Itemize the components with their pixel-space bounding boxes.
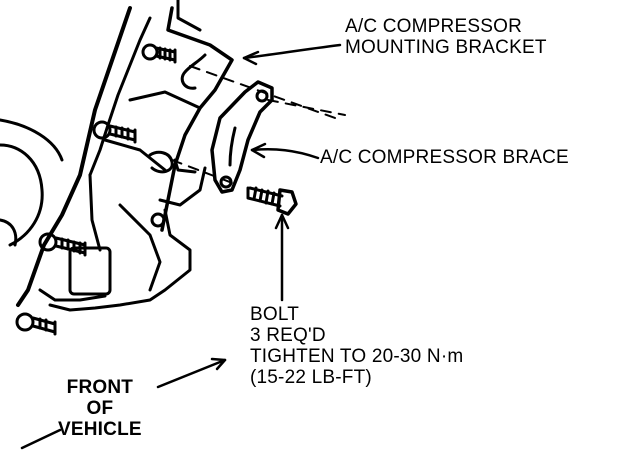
bolt-label-line3: TIGHTEN TO 20-30 N·m xyxy=(250,346,464,367)
installed-bolt xyxy=(246,186,298,216)
bolt-label: BOLT 3 REQ'D TIGHTEN TO 20-30 N·m (15-22… xyxy=(250,304,463,388)
front-label-line1: FRONT xyxy=(66,377,134,398)
leader-arrows xyxy=(20,43,342,450)
bracket-label: A/C COMPRESSOR MOUNTING BRACKET xyxy=(345,16,547,58)
front-label-line3: VEHICLE xyxy=(58,419,142,440)
bolt-label-line1: BOLT xyxy=(250,304,300,325)
block-bolts xyxy=(15,43,177,336)
alignment-lines xyxy=(171,65,346,185)
brace-label: A/C COMPRESSOR BRACE xyxy=(320,147,569,168)
front-of-vehicle-label: FRONT OF VEHICLE xyxy=(58,377,142,440)
front-label-line2: OF xyxy=(86,398,114,419)
bolt-label-line2: 3 REQ'D xyxy=(250,325,326,346)
compressor-brace xyxy=(210,80,274,194)
bracket-label-line1: A/C COMPRESSOR xyxy=(345,16,522,37)
mounting-bracket xyxy=(38,0,234,312)
bracket-label-line2: MOUNTING BRACKET xyxy=(345,37,547,58)
bolt-label-line4: (15-22 LB-FT) xyxy=(250,367,372,388)
engine-block xyxy=(0,6,132,307)
